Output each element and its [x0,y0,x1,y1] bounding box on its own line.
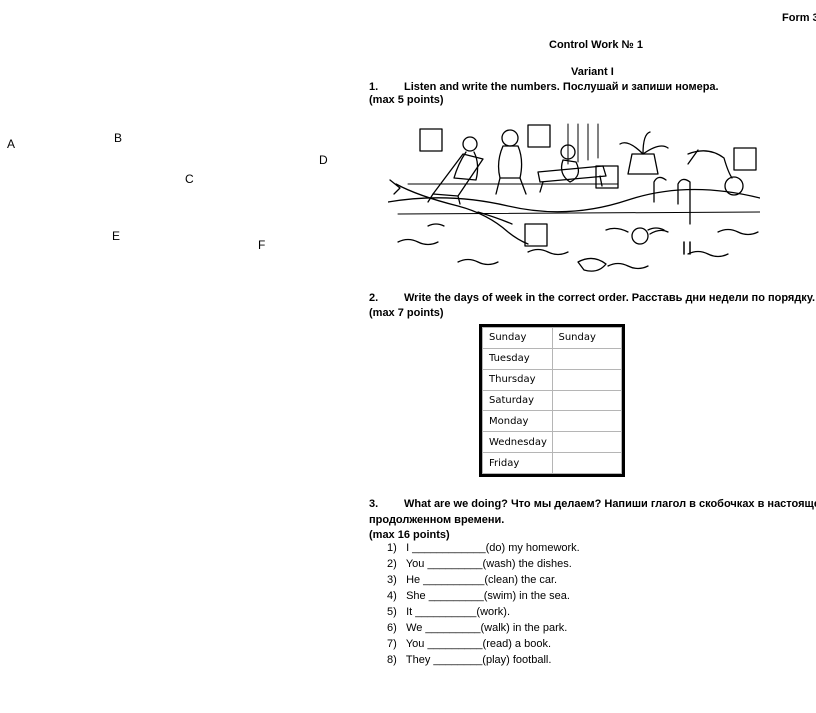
day-cell: Thursday [482,368,553,391]
task2-points: (max 7 points) [369,307,444,319]
task3-points: (max 16 points) [369,529,450,541]
letter-a: A [7,137,16,151]
list-item: 8) They ________(play) football. [387,654,551,666]
list-item: 5) It __________(work). [387,606,510,618]
day-cell: Tuesday [482,347,553,370]
day-cell: Saturday [482,389,553,412]
pool-illustration [388,123,760,272]
task1-number: 1. [369,81,379,93]
list-item: 4) She _________(swim) in the sea. [387,590,570,602]
item-text: We _________(walk) in the park. [406,622,568,634]
day-cell: Sunday [482,327,553,349]
letter-e: E [112,229,121,243]
answer-cell[interactable] [551,368,622,391]
letter-f: F [258,238,266,252]
answer-cell[interactable] [551,410,622,433]
item-text: She _________(swim) in the sea. [406,590,570,602]
form-label: Form 3 [782,12,816,24]
item-text: You _________(wash) the dishes. [405,558,572,570]
answer-cell[interactable] [551,389,622,412]
answer-cell[interactable] [551,347,622,370]
task3-text-line2: продолженном времени. [369,514,505,526]
item-number: 3) [387,574,397,586]
item-text: He __________(clean) the car. [406,574,558,586]
table-row: Saturday [482,389,622,412]
item-number: 2) [387,558,397,570]
table-row: Wednesday [482,431,622,454]
letter-c: C [185,172,194,186]
task1-text: Listen and write the numbers. Послушай и… [404,81,719,93]
item-number: 4) [387,590,397,602]
item-number: 6) [387,622,397,634]
letter-b: B [114,131,123,145]
table-row: Monday [482,410,622,433]
list-item: 7) You _________(read) a book. [387,638,551,650]
item-number: 5) [387,606,397,618]
task1-points: (max 5 points) [369,94,444,106]
item-number: 7) [387,638,397,650]
item-number: 8) [387,654,397,666]
item-text: You _________(read) a book. [405,638,552,650]
answer-cell[interactable]: Sunday [551,327,622,349]
item-text: I ____________(do) my homework. [406,542,580,554]
table-row: Thursday [482,368,622,391]
day-cell: Wednesday [482,431,553,454]
task3-number: 3. [369,498,379,510]
page-title: Control Work № 1 [549,39,643,51]
task2-text: Write the days of week in the correct or… [404,292,816,304]
variant-label: Variant I [571,66,614,78]
days-table: Sunday Sunday Tuesday Thursday Saturday … [479,324,625,477]
day-cell: Friday [482,452,553,474]
task3-text-line1: What are we doing? Что мы делаем? Напиши… [404,498,816,510]
list-item: 2) You _________(wash) the dishes. [387,558,572,570]
item-number: 1) [387,542,397,554]
item-text: They ________(play) football. [405,654,552,666]
task2-number: 2. [369,292,379,304]
day-cell: Monday [482,410,553,433]
list-item: 1) I ____________(do) my homework. [387,542,580,554]
answer-cell[interactable] [551,431,622,454]
list-item: 3) He __________(clean) the car. [387,574,557,586]
list-item: 6) We _________(walk) in the park. [387,622,567,634]
answer-cell[interactable] [551,452,622,474]
table-row: Sunday Sunday [482,327,622,349]
item-text: It __________(work). [406,606,511,618]
table-row: Tuesday [482,347,622,370]
table-row: Friday [482,452,622,474]
letter-d: D [319,153,328,167]
